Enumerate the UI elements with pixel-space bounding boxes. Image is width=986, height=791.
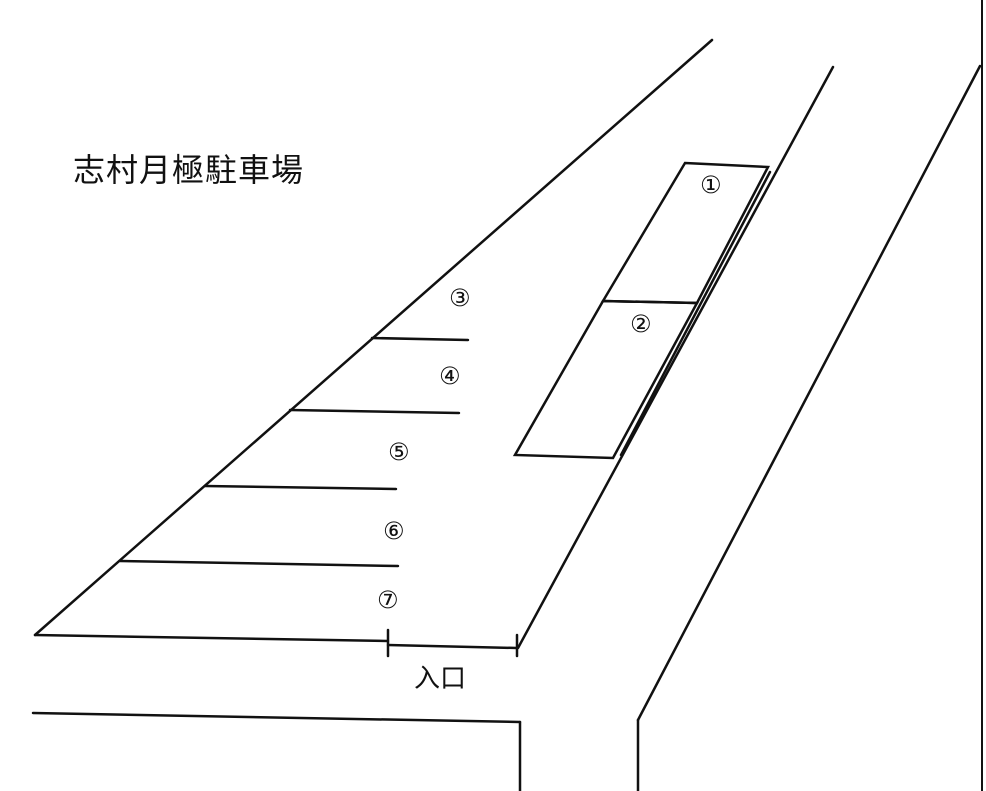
space-label-3: ③ bbox=[449, 284, 471, 312]
road-bottom-edge bbox=[31, 711, 522, 724]
road-right-edge bbox=[636, 64, 982, 722]
space-line-3 bbox=[370, 336, 470, 342]
lot-bottom-edge bbox=[33, 633, 390, 643]
space-line-5 bbox=[203, 484, 398, 491]
space-label-7: ⑦ bbox=[377, 586, 399, 614]
space-label-4: ④ bbox=[439, 362, 461, 390]
space-label-5: ⑤ bbox=[388, 438, 410, 466]
space-label-1: ① bbox=[700, 171, 722, 199]
entrance-label: 入口 bbox=[414, 664, 467, 694]
inner-divider-line bbox=[619, 170, 772, 457]
space-2-outline bbox=[512, 299, 700, 460]
space-label-6: ⑥ bbox=[383, 517, 405, 545]
space-label-2: ② bbox=[630, 310, 652, 338]
space-line-6 bbox=[118, 559, 400, 568]
entrance-line bbox=[386, 643, 519, 650]
space-line-4 bbox=[288, 408, 461, 415]
lot-right-edge bbox=[516, 65, 835, 650]
page-title: 志村月極駐車場 bbox=[73, 151, 305, 189]
